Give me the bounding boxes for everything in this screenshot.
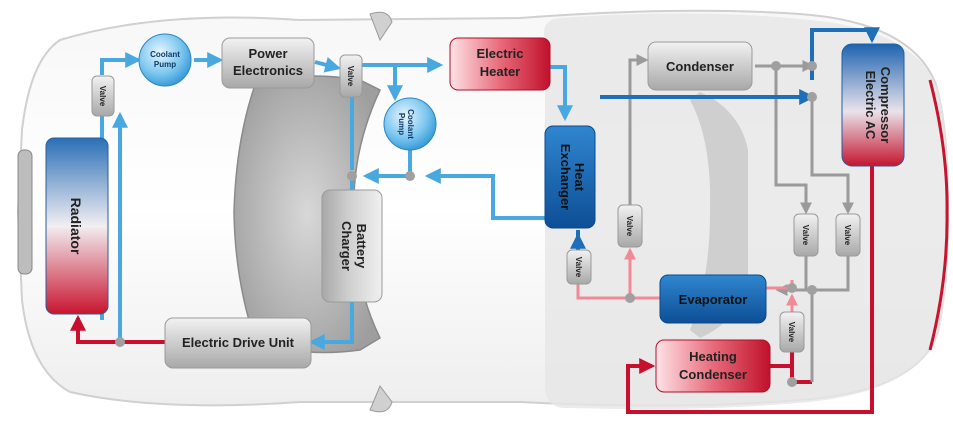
refrigerant-lines — [628, 54, 854, 382]
radiator: Radiator — [45, 137, 109, 315]
electric-ac-compressor-label-1: Electric AC — [863, 71, 878, 140]
valve-center-bottom: Valve — [566, 249, 592, 285]
valve-right-2-label: Valve — [843, 225, 852, 246]
valve-near-power-label: Valve — [346, 66, 355, 87]
battery-charger-label-2: Charger — [339, 221, 354, 271]
coolant-pump-top: Coolant Pump — [138, 33, 192, 87]
electric-heater-label-1: Electric — [477, 46, 524, 61]
coolant-pump-middle-label-1: Coolant — [406, 109, 415, 139]
heat-exchanger-label-1: Heat — [572, 163, 587, 192]
heat-exchanger-label-2: Exchanger — [558, 144, 573, 210]
electric-heater: Electric Heater — [449, 37, 551, 91]
electric-ac-compressor-label-2: Compressor — [878, 67, 893, 144]
electric-drive-unit-label: Electric Drive Unit — [182, 335, 295, 350]
radiator-label: Radiator — [68, 198, 84, 255]
ac-lines — [570, 27, 880, 250]
valve-center-top-label: Valve — [625, 216, 634, 237]
coolant-pump-middle-label-2: Pump — [397, 113, 406, 135]
battery-charger: Battery Charger — [321, 189, 383, 303]
valve-center-top: Valve — [617, 204, 643, 248]
heating-condenser-label-2: Condenser — [679, 367, 747, 382]
heat-exchanger: Heat Exchanger — [544, 125, 596, 229]
junction-nodes — [115, 61, 817, 387]
coolant-pump-top-label-2: Pump — [154, 60, 176, 69]
valve-bottom-right-label: Valve — [787, 322, 796, 343]
coolant-pump-top-label-1: Coolant — [150, 50, 180, 59]
coolant-pump-middle: Coolant Pump — [383, 97, 437, 151]
car-silhouette — [16, 9, 950, 413]
valve-near-power: Valve — [339, 54, 363, 98]
valve-center-bottom-label: Valve — [574, 257, 583, 278]
evaporator-label: Evaporator — [679, 292, 748, 307]
valve-left: Valve — [91, 75, 115, 117]
valve-bottom-right: Valve — [779, 311, 805, 353]
condenser-label: Condenser — [666, 59, 734, 74]
electric-drive-unit: Electric Drive Unit — [164, 317, 312, 369]
valve-right-2: Valve — [835, 213, 861, 257]
battery-charger-label-1: Battery — [354, 224, 369, 270]
power-electronics-label-2: Electronics — [233, 63, 303, 78]
valve-left-label: Valve — [98, 86, 107, 107]
heating-condenser-label-1: Heating — [689, 349, 737, 364]
valve-right-1-label: Valve — [801, 225, 810, 246]
valve-right-1: Valve — [793, 213, 819, 257]
electric-ac-compressor: Electric AC Compressor — [841, 43, 905, 167]
evaporator: Evaporator — [659, 274, 767, 324]
power-electronics-label-1: Power — [248, 46, 287, 61]
electric-heater-label-2: Heater — [480, 64, 520, 79]
heating-condenser: Heating Condenser — [655, 339, 771, 393]
condenser: Condenser — [647, 41, 753, 91]
power-electronics: Power Electronics — [221, 37, 315, 89]
